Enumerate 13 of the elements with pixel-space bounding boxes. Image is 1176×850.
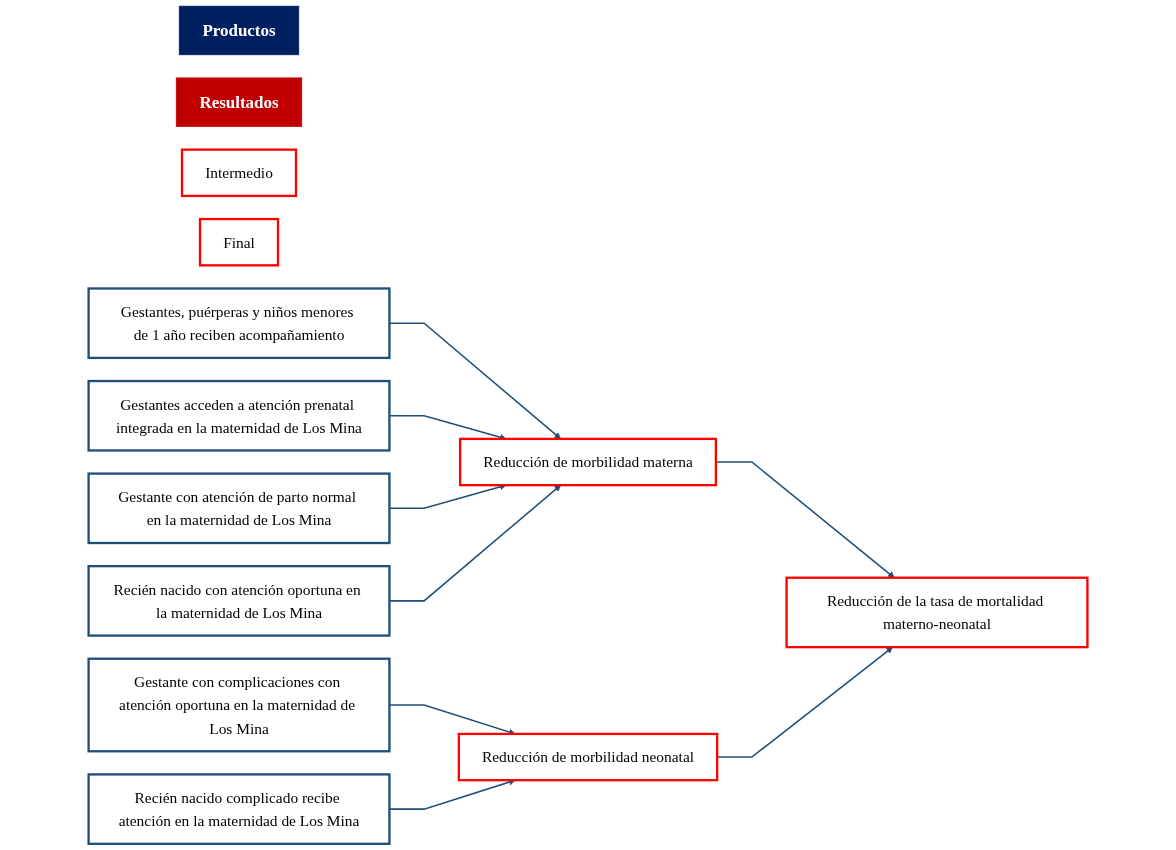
node-box: Recién nacido complicado recibe atención en la maternidad de Los Mina — [87, 773, 391, 845]
node-box: Reducción de morbilidad neonatal — [457, 732, 719, 782]
node-box: Recién nacido con atención oportuna en la maternidad de Los Mina — [87, 565, 391, 637]
node-box: Gestantes acceden a atención prenatal integrada en la maternidad de Los Mina — [87, 379, 391, 452]
node-box: Productos — [178, 5, 300, 56]
node-box: Intermedio — [180, 148, 298, 198]
node-box: Gestante con complicaciones con atención oportuna en la maternidad de Los Mina — [87, 657, 391, 753]
node-box: Final — [198, 217, 280, 267]
node-box: Reducción de la tasa de mortalidad materno-neonatal — [785, 576, 1089, 649]
node-box: Gestante con atención de parto normal en la maternidad de Los Mina — [87, 472, 391, 545]
node-box: Reducción de morbilidad materna — [458, 437, 718, 487]
node-box: Gestantes, puérperas y niños menores de 1 año reciben acompañamiento — [87, 287, 391, 360]
node-box: Resultados — [175, 77, 303, 127]
